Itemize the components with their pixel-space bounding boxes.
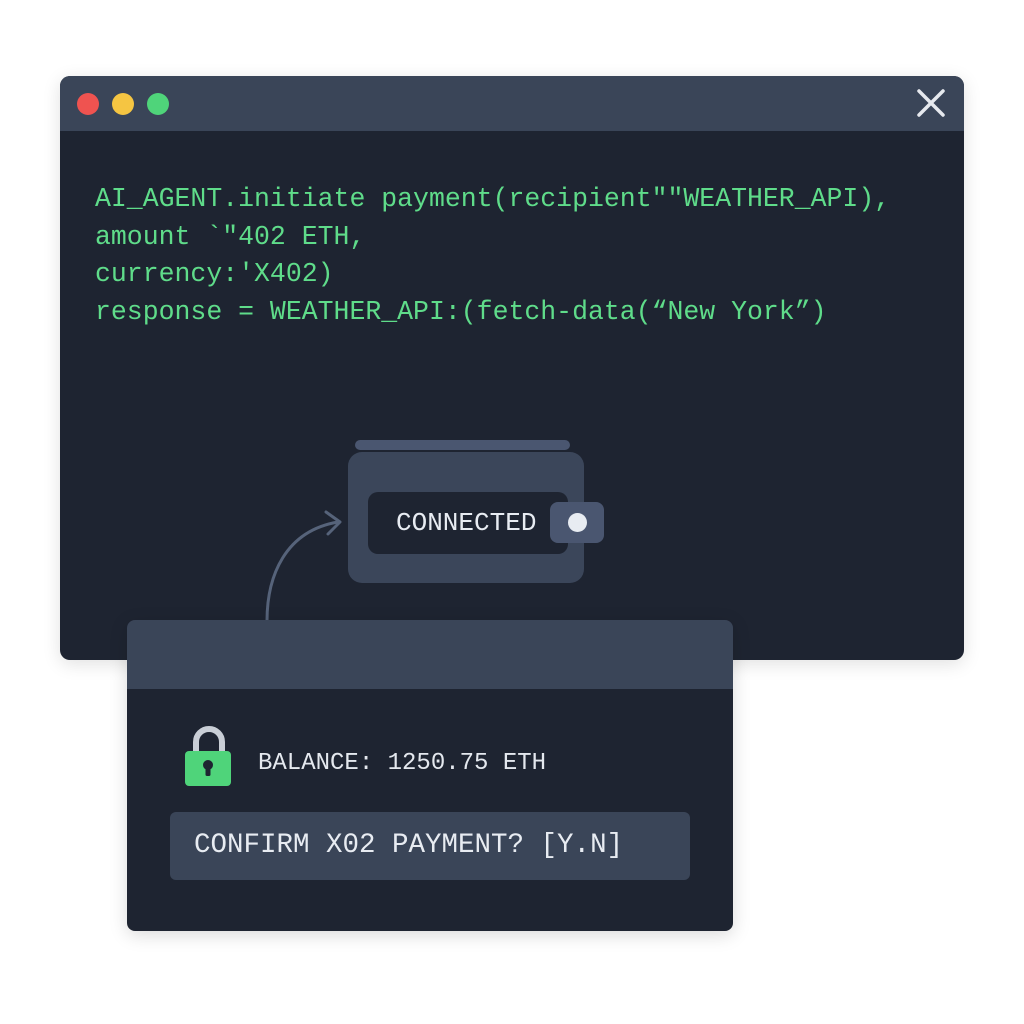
x-icon[interactable] — [914, 86, 948, 120]
connected-label: CONNECTED — [396, 508, 537, 538]
balance-text: BALANCE: 1250.75 ETH — [258, 750, 547, 777]
code-line: currency:'X402) — [95, 259, 334, 289]
payment-dialog: BALANCE: 1250.75 ETH CONFIRM X02 PAYMENT… — [127, 620, 733, 931]
code-line: response = WEATHER_API:(fetch-data(“New … — [95, 296, 827, 327]
code-block: AI_AGENT.initiate payment(recipient""WEA… — [95, 181, 890, 331]
confirm-prompt-text: CONFIRM X02 PAYMENT? [Y.N] — [194, 830, 624, 861]
wallet-clasp — [550, 502, 604, 543]
terminal-window: AI_AGENT.initiate payment(recipient""WEA… — [60, 76, 964, 660]
dialog-header — [127, 620, 733, 689]
wallet-flap — [355, 440, 570, 450]
arrow-icon — [265, 510, 342, 623]
connection-status: CONNECTED — [368, 492, 568, 554]
minimize-window-dot[interactable] — [112, 93, 134, 115]
code-line: AI_AGENT.initiate payment(recipient""WEA… — [95, 184, 891, 214]
title-bar — [60, 76, 964, 131]
lock-icon — [185, 726, 231, 786]
confirm-prompt[interactable]: CONFIRM X02 PAYMENT? [Y.N] — [170, 812, 690, 880]
close-window-dot[interactable] — [77, 93, 99, 115]
status-dot-icon — [568, 513, 587, 532]
code-line: amount `"402 ETH, — [95, 221, 366, 252]
maximize-window-dot[interactable] — [147, 93, 169, 115]
